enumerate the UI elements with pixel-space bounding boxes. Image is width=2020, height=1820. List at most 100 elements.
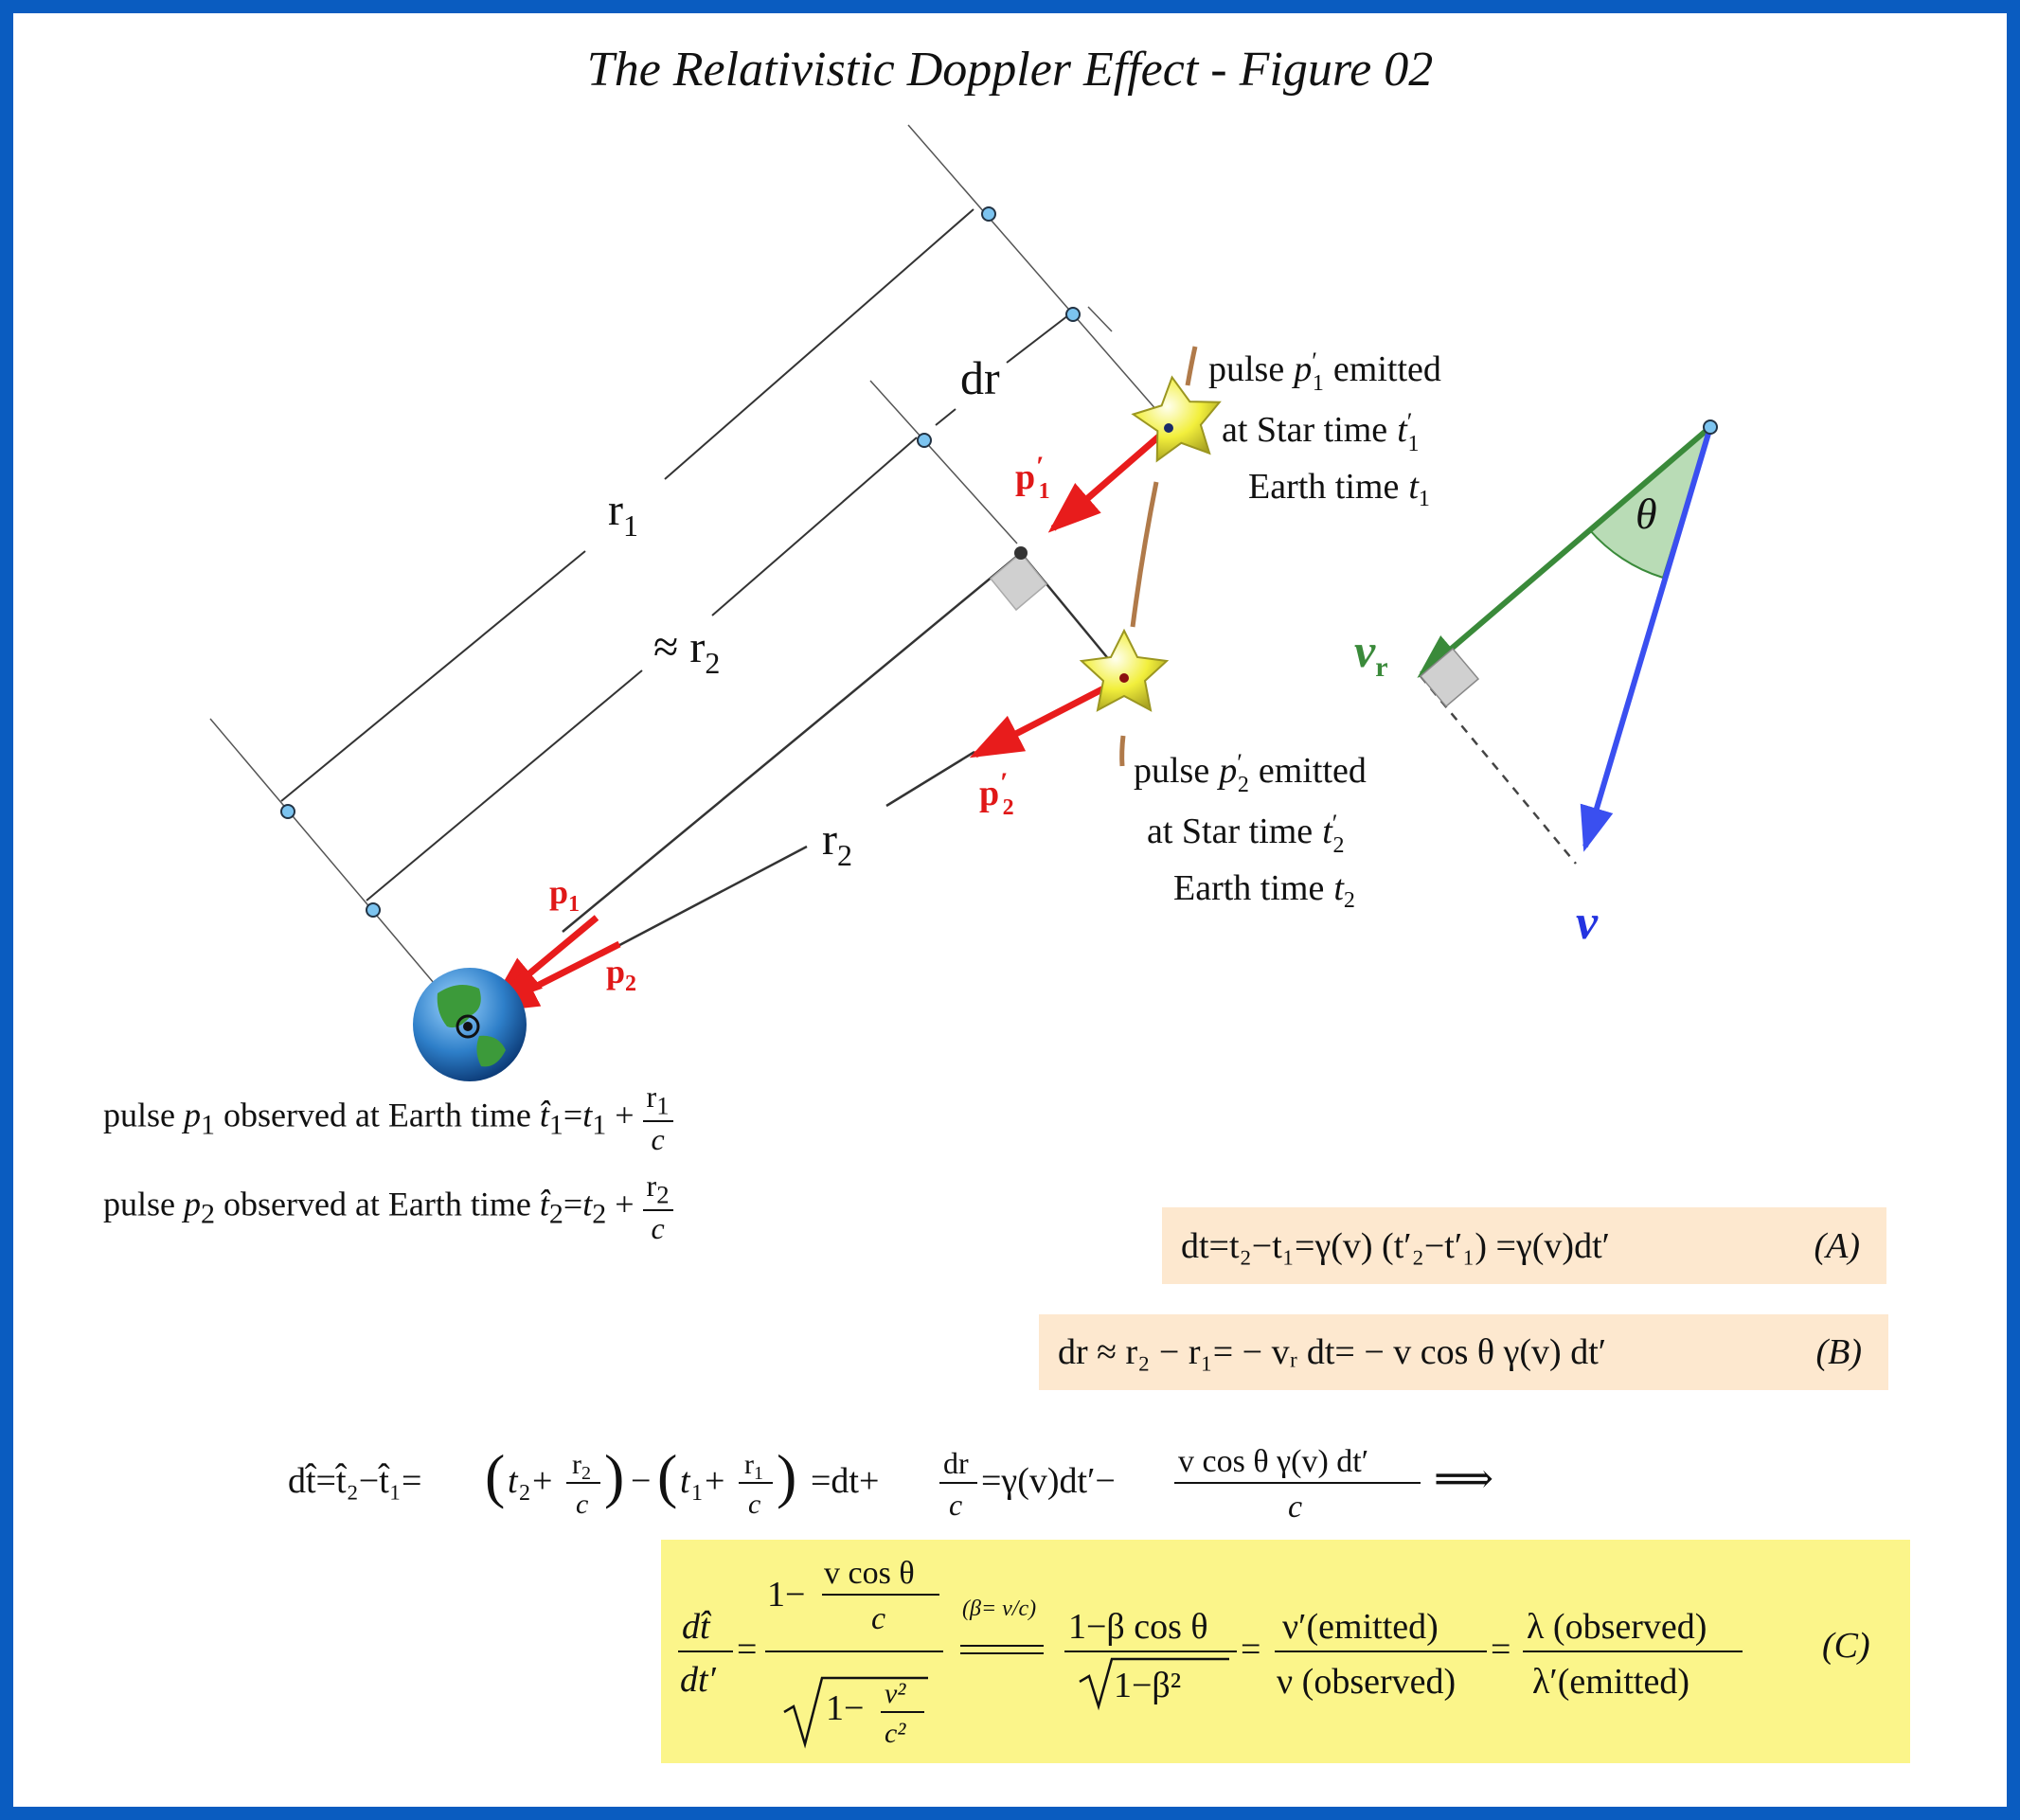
earth-star2-line xyxy=(590,845,808,962)
observed-p1: pulse p1 observed at Earth time t̂1=t1 +… xyxy=(103,1080,673,1157)
svg-text:=: = xyxy=(1491,1630,1511,1669)
label-v: v xyxy=(1576,896,1599,950)
svg-text:=: = xyxy=(1241,1630,1260,1669)
earth-star2-line-upper xyxy=(885,750,975,808)
svg-text:=dt+: =dt+ xyxy=(811,1461,879,1501)
velocity-arrow xyxy=(1580,426,1713,852)
svg-text:1−: 1− xyxy=(826,1688,864,1728)
label-p1-prime: p′1 xyxy=(1015,451,1050,504)
label-p2: p2 xyxy=(606,953,636,996)
dimension-dot xyxy=(280,804,295,819)
dimension-line-r2-upper xyxy=(711,437,918,616)
svg-text:c: c xyxy=(871,1601,885,1636)
equation-a-box: dt=t₂−t₁=γ(v) (t′₂−t′₁) =γ(v)dt′ (A) xyxy=(1162,1207,1886,1284)
dimension-line-r1 xyxy=(280,550,586,802)
dimension-dot xyxy=(1065,307,1081,322)
radial-velocity-arrow xyxy=(1417,424,1712,678)
earth-icon xyxy=(413,968,527,1081)
equation-a-tag: (A) xyxy=(1814,1225,1860,1266)
extension-line-1 xyxy=(907,124,1171,427)
svg-text:=γ(v)dt′−: =γ(v)dt′− xyxy=(981,1461,1116,1501)
equation-a: dt=t₂−t₁=γ(v) (t′₂−t′₁) =γ(v)dt′ xyxy=(1181,1225,1610,1266)
velocity-projection-dashed xyxy=(1420,675,1577,865)
svg-text:t: t xyxy=(508,1461,519,1501)
svg-text:dt′: dt′ xyxy=(680,1660,717,1700)
label-p1: p1 xyxy=(549,873,580,917)
earth-star1-line xyxy=(562,552,1022,933)
label-r2-approx: ≈ r2 xyxy=(653,622,720,680)
dimension-dot xyxy=(917,433,932,448)
svg-text:(β= v/c): (β= v/c) xyxy=(962,1597,1036,1621)
right-angle-marker-velocity xyxy=(1419,647,1480,708)
svg-text:): ) xyxy=(604,1442,624,1509)
star-trajectory xyxy=(1119,735,1126,767)
dimension-line-dr-lower xyxy=(935,408,956,426)
svg-text:(: ( xyxy=(485,1442,505,1509)
extension-line-2 xyxy=(1087,306,1113,332)
doppler-diagram: r1 ≈ r2 r2 dr p′1 p′2 p1 p2 θ vr v pulse… xyxy=(209,124,1718,1081)
dimension-line-r1-upper xyxy=(664,208,974,480)
dimension-dot xyxy=(981,206,996,222)
svg-text:dt̂=t̂₂−t̂₁=: dt̂=t̂₂−t̂₁= xyxy=(288,1461,421,1501)
svg-text:=: = xyxy=(737,1630,757,1669)
star-2 xyxy=(1079,628,1170,712)
figure-title: The Relativistic Doppler Effect - Figure… xyxy=(586,43,1434,97)
svg-text:(C): (C) xyxy=(1822,1626,1870,1666)
svg-text:λ′(emitted): λ′(emitted) xyxy=(1532,1662,1689,1702)
projection-point xyxy=(1014,546,1028,560)
svg-text:λ (observed): λ (observed) xyxy=(1527,1607,1707,1647)
observed-p2: pulse p2 observed at Earth time t̂2=t2 +… xyxy=(103,1169,673,1246)
svg-text:r1: r1 xyxy=(744,1449,763,1484)
svg-text:1−β cos θ: 1−β cos θ xyxy=(1068,1607,1208,1647)
dimension-line-dr xyxy=(1006,312,1073,364)
svg-text:t: t xyxy=(680,1461,691,1501)
svg-text:ν (observed): ν (observed) xyxy=(1277,1662,1456,1702)
svg-text:dr: dr xyxy=(943,1446,969,1480)
svg-text:1−β²: 1−β² xyxy=(1114,1666,1181,1705)
star-1-center xyxy=(1164,423,1173,433)
extension-line-3 xyxy=(869,380,1018,544)
svg-text:v²: v² xyxy=(885,1678,906,1709)
svg-text:dt̂: dt̂ xyxy=(682,1607,712,1647)
svg-text:+: + xyxy=(705,1461,724,1501)
label-v-r: vr xyxy=(1354,624,1388,683)
dimension-line-r2 xyxy=(366,669,643,901)
right-angle-marker xyxy=(989,551,1048,612)
velocity-origin-dot xyxy=(1703,419,1718,435)
equation-c: dt̂ dt′ = 1− v cos θ c 1− v² c² (β= v/c)… xyxy=(678,1556,1870,1749)
equation-b: dr ≈ r₂ − r₁= − vᵣ dt= − v cos θ γ(v) dt… xyxy=(1058,1332,1607,1372)
svg-text:c²: c² xyxy=(885,1718,906,1749)
svg-text:⟹: ⟹ xyxy=(1434,1455,1493,1502)
star-2-center xyxy=(1119,673,1129,683)
svg-text:2: 2 xyxy=(519,1481,530,1506)
svg-text:(: ( xyxy=(657,1442,677,1509)
svg-text:ν′(emitted): ν′(emitted) xyxy=(1282,1607,1439,1647)
pulse-arrow-p2-prime xyxy=(969,674,1126,758)
svg-text:v cos θ: v cos θ xyxy=(824,1556,915,1591)
star-trajectory xyxy=(1130,481,1159,628)
label-r2: r2 xyxy=(822,814,852,872)
label-dr: dr xyxy=(960,351,1000,404)
label-theta: θ xyxy=(1636,490,1657,538)
svg-text:+: + xyxy=(532,1461,552,1501)
svg-text:): ) xyxy=(777,1442,796,1509)
dimension-dot xyxy=(366,902,381,918)
svg-text:v cos θ γ(v) dt′: v cos θ γ(v) dt′ xyxy=(1178,1444,1368,1479)
extension-line-4 xyxy=(209,718,445,996)
star-trajectory xyxy=(1185,346,1198,386)
svg-text:−: − xyxy=(631,1461,651,1501)
pulse-arrow-p1-prime xyxy=(1047,425,1171,533)
svg-text:c: c xyxy=(1288,1490,1302,1525)
svg-text:r2: r2 xyxy=(572,1449,591,1484)
svg-text:1: 1 xyxy=(691,1481,703,1506)
star-1 xyxy=(1131,375,1222,463)
label-p2-prime: p′2 xyxy=(979,767,1014,820)
